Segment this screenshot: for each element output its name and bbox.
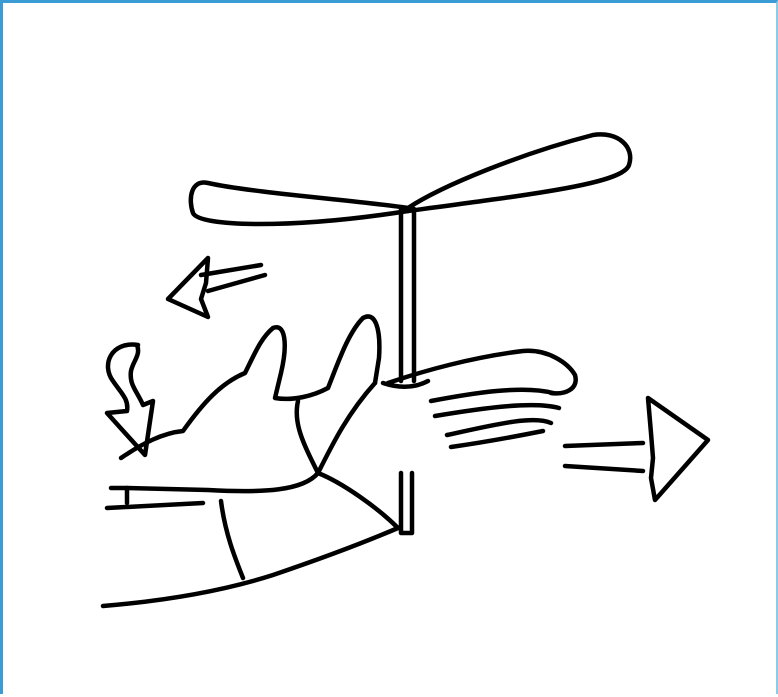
left-hand <box>107 316 379 508</box>
bamboo-copter-illustration <box>3 3 778 697</box>
propeller-stick <box>401 209 414 533</box>
push-arrow-icon <box>565 398 708 500</box>
rotate-hand-arrow-icon <box>107 345 153 455</box>
spin-arrow-icon <box>168 258 265 317</box>
propeller-blades <box>191 134 630 224</box>
